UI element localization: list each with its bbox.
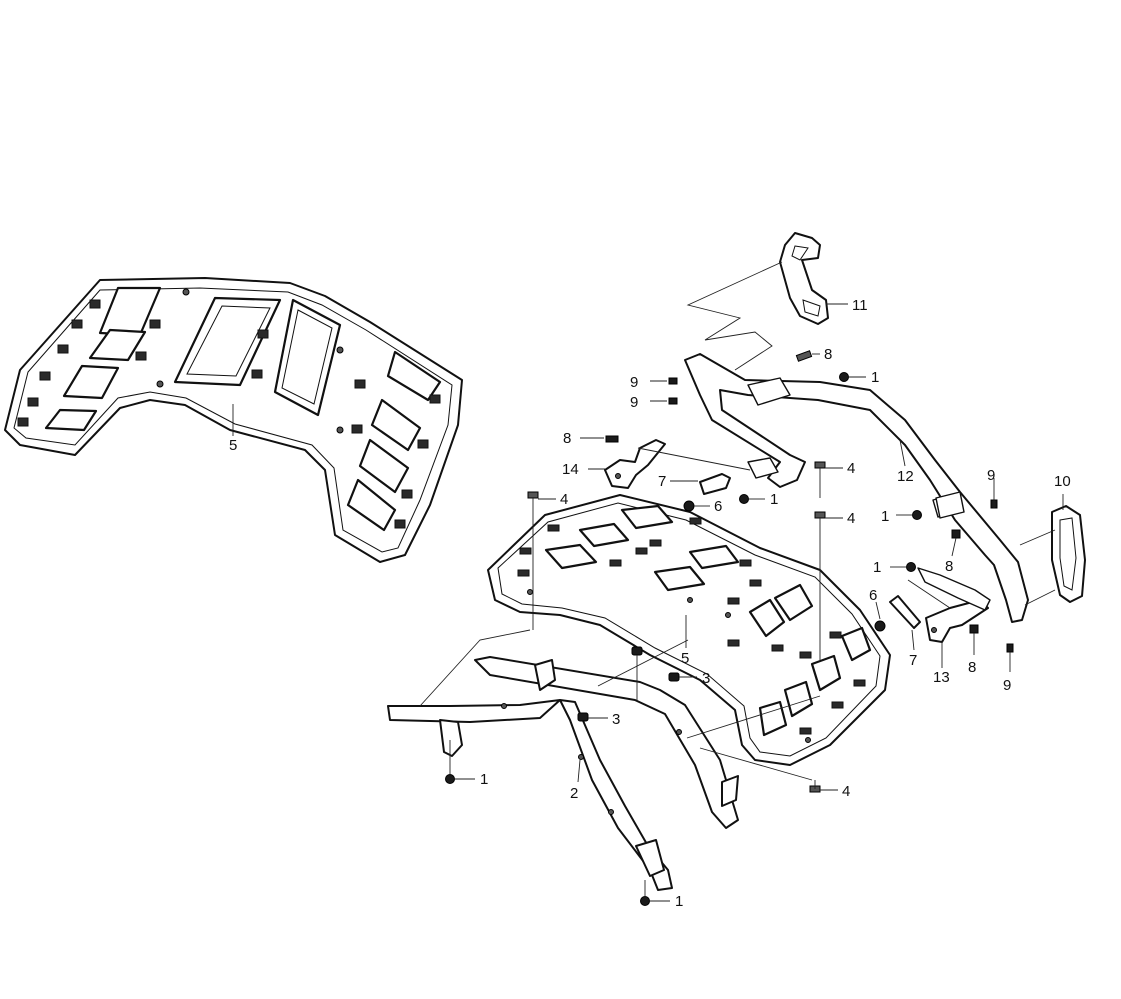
callout-4-left: 4 — [560, 491, 568, 508]
callout-8-top: 8 — [824, 346, 832, 363]
grab-handle — [686, 232, 848, 371]
callout-9-lower: 9 — [630, 394, 638, 411]
cargo-rack-main — [487, 494, 891, 766]
bracket-plate-right — [917, 491, 991, 611]
callout-4-upper-right: 4 — [847, 460, 855, 477]
rack-panel-standalone — [4, 277, 463, 563]
callout-4-mid: 4 — [847, 510, 855, 527]
callout-11: 11 — [852, 297, 868, 314]
callout-5-left: 5 — [229, 437, 237, 454]
callout-labels: 5 11 8 9 9 1 8 14 7 1 4 12 4 6 4 9 10 1 … — [229, 297, 1071, 910]
callout-5-main: 5 — [681, 650, 689, 667]
callout-9-upper: 9 — [630, 374, 638, 391]
callout-8-bottom: 8 — [968, 659, 976, 676]
callout-3-lower: 3 — [612, 711, 620, 728]
callout-6-upper: 6 — [714, 498, 722, 515]
lower-frame — [387, 629, 821, 891]
callout-7-lower: 7 — [909, 652, 917, 669]
callout-8-left: 8 — [563, 430, 571, 447]
callout-14: 14 — [562, 461, 579, 478]
callout-3-upper: 3 — [702, 670, 710, 687]
callout-13: 13 — [933, 669, 950, 686]
callout-1-mid: 1 — [770, 491, 778, 508]
callout-2: 2 — [570, 785, 578, 802]
bracket-plate-upper — [747, 457, 779, 479]
clamp-7a — [670, 473, 731, 495]
callout-1-right-upper: 1 — [881, 508, 889, 525]
bracket-13 — [907, 579, 989, 668]
callout-9-bottom: 9 — [1003, 677, 1011, 694]
clamp-7b — [889, 595, 921, 651]
callout-10: 10 — [1054, 473, 1071, 490]
side-end-cap — [1019, 494, 1086, 606]
callout-9-right-top: 9 — [987, 467, 995, 484]
callout-12: 12 — [897, 468, 914, 485]
callout-7-upper: 7 — [658, 473, 666, 490]
bracket-14 — [588, 439, 751, 489]
callout-6-lower: 6 — [869, 587, 877, 604]
callout-1-bottom: 1 — [675, 893, 683, 910]
callout-1-left-bottom: 1 — [480, 771, 488, 788]
callout-8-right: 8 — [945, 558, 953, 575]
callout-leaders — [449, 353, 1011, 902]
callout-1-top: 1 — [871, 369, 879, 386]
callout-4-bottom: 4 — [842, 783, 850, 800]
callout-1-right-lower: 1 — [873, 559, 881, 576]
